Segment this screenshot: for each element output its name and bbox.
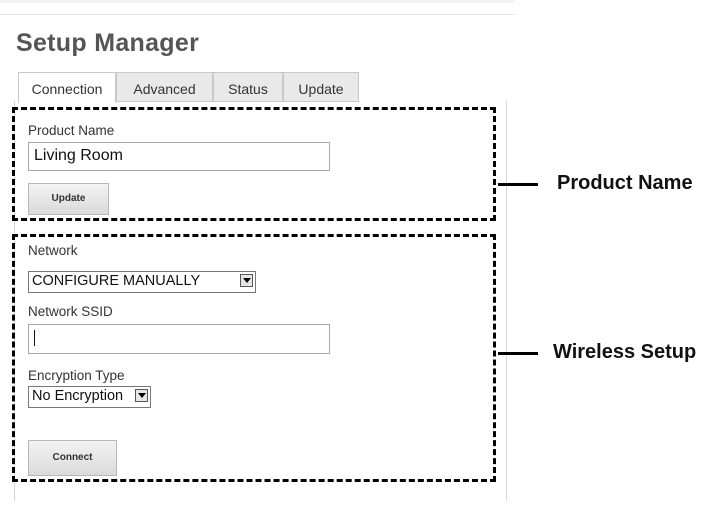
network-ssid-input[interactable] [28, 324, 330, 354]
product-name-highlight-box [12, 107, 496, 221]
connect-button[interactable]: Connect [28, 440, 117, 476]
network-ssid-label: Network SSID [28, 304, 113, 319]
top-divider [0, 14, 515, 15]
encryption-select-value: No Encryption [32, 388, 124, 404]
product-name-input[interactable]: Living Room [28, 142, 330, 171]
tab-underline [116, 101, 359, 102]
page-title: Setup Manager [16, 29, 200, 57]
update-button[interactable]: Update [28, 183, 109, 215]
product-name-callout-line [498, 183, 538, 186]
chevron-down-icon[interactable] [135, 389, 148, 402]
network-select[interactable]: CONFIGURE MANUALLY [28, 271, 256, 293]
network-select-value: CONFIGURE MANUALLY [32, 273, 201, 289]
encryption-type-label: Encryption Type [28, 368, 125, 383]
tab-update[interactable]: Update [283, 72, 359, 102]
tab-connection[interactable]: Connection [18, 72, 116, 103]
tab-status[interactable]: Status [213, 72, 283, 102]
wireless-setup-callout: Wireless Setup [553, 341, 697, 363]
wireless-setup-callout-line [498, 352, 538, 355]
wireless-setup-highlight-box [12, 234, 496, 482]
network-label: Network [28, 243, 78, 258]
product-name-callout: Product Name [557, 172, 693, 194]
text-cursor [34, 329, 35, 346]
top-strip [0, 0, 515, 3]
product-name-label: Product Name [28, 123, 115, 138]
encryption-type-select[interactable]: No Encryption [28, 386, 151, 408]
chevron-down-icon[interactable] [240, 274, 253, 287]
tab-advanced[interactable]: Advanced [116, 72, 213, 102]
